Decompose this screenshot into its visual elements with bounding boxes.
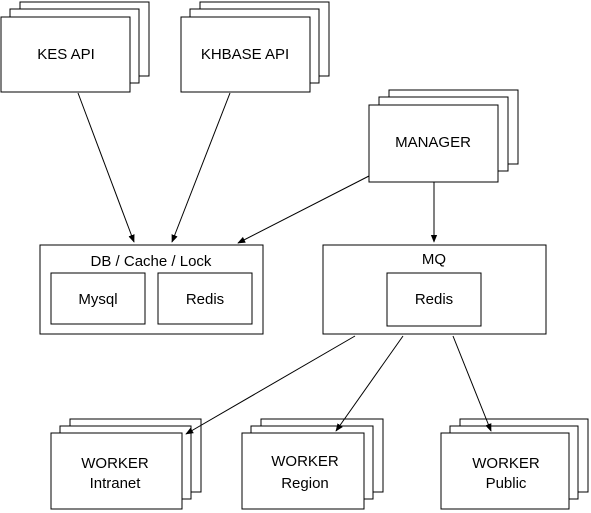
worker-public-subtitle: Public: [486, 475, 527, 492]
arrow-mq-to-worker-intranet: [185, 335, 356, 435]
mysql-node: Mysql: [50, 272, 146, 325]
khbase-api-label: KHBASE API: [201, 46, 289, 63]
kes-api-node: KES API: [0, 1, 150, 93]
worker-public-title: WORKER: [472, 455, 540, 472]
arrow-mq-to-worker-region: [335, 335, 404, 432]
kes-api-label: KES API: [37, 46, 95, 63]
manager-node: MANAGER: [368, 89, 519, 183]
worker-public-node: WORKER Public: [440, 418, 589, 510]
mq-redis-node: Redis: [386, 272, 482, 327]
connectors: [77, 92, 492, 435]
arrow-kes-to-storage: [77, 92, 135, 243]
storage-redis-node: Redis: [157, 272, 253, 325]
mq-title: MQ: [422, 251, 446, 268]
worker-region-subtitle: Region: [281, 475, 329, 492]
khbase-api-node: KHBASE API: [180, 1, 330, 93]
mq-group: MQ Redis: [322, 244, 547, 335]
manager-label: MANAGER: [395, 134, 471, 151]
worker-region-node: WORKER Region: [241, 418, 384, 510]
arrow-manager-to-storage: [237, 175, 370, 244]
mysql-label: Mysql: [78, 291, 117, 308]
worker-intranet-node: WORKER Intranet: [50, 418, 202, 510]
storage-group: DB / Cache / Lock Mysql Redis: [39, 244, 264, 335]
arrow-khbase-to-storage: [171, 92, 231, 243]
worker-region-title: WORKER: [271, 453, 339, 470]
mq-redis-label: Redis: [415, 291, 453, 308]
storage-title: DB / Cache / Lock: [91, 253, 212, 270]
worker-intranet-title: WORKER: [81, 455, 149, 472]
arrow-mq-to-worker-public: [452, 335, 492, 432]
worker-intranet-subtitle: Intranet: [90, 475, 142, 492]
storage-redis-label: Redis: [186, 291, 224, 308]
